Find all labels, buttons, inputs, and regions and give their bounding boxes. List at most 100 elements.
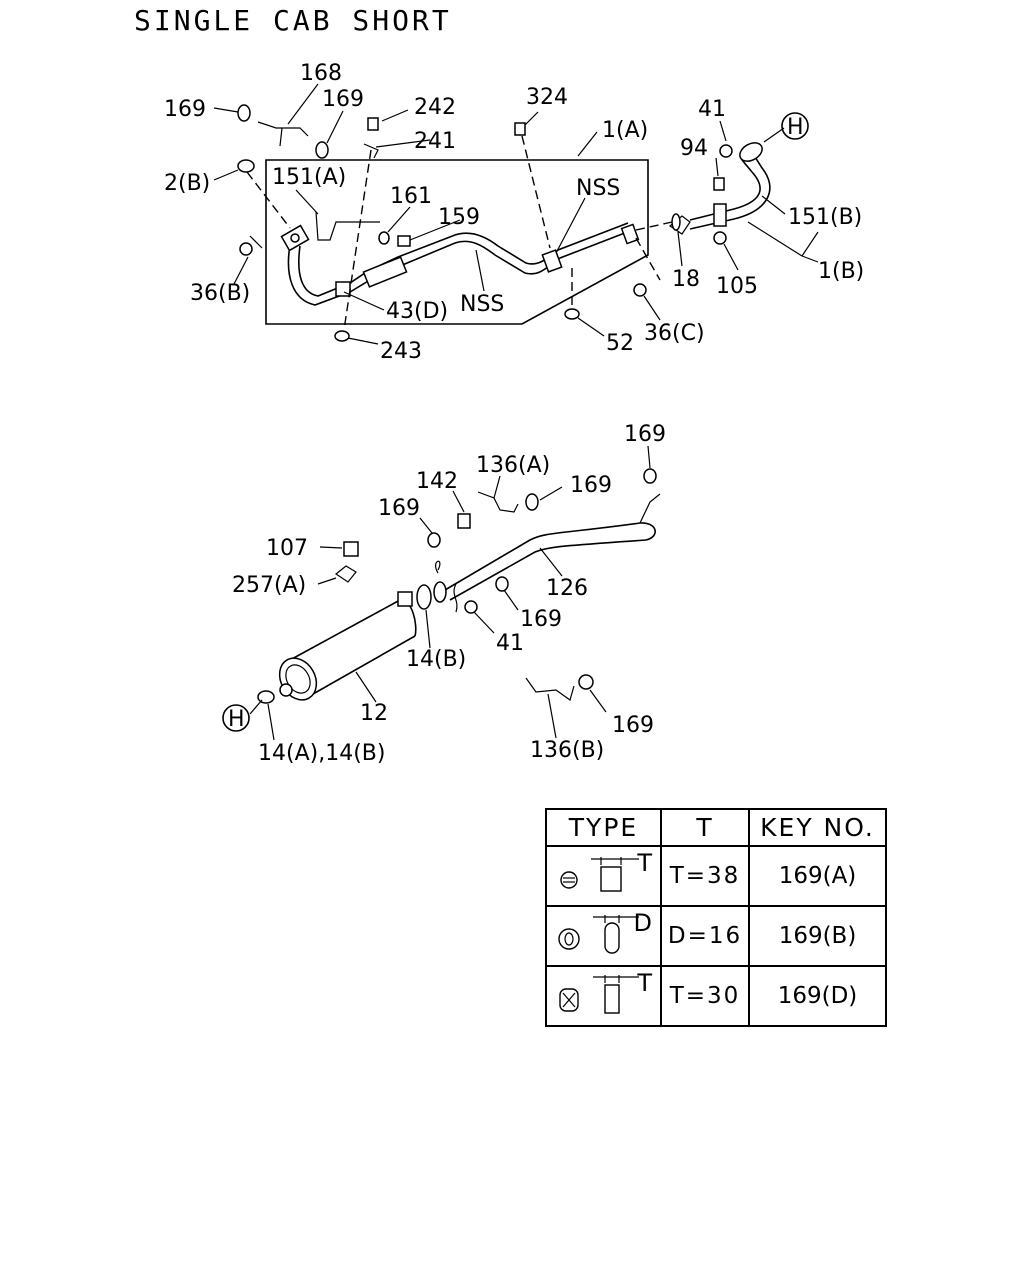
callout-242: 242 [414,95,456,120]
key-no-cell: 169(A) [748,845,887,907]
type-cell: T [545,845,662,907]
callout-243: 243 [380,339,422,364]
callout-151a: 151(A) [272,165,346,190]
gasket-2b [237,159,255,173]
callout-41: 41 [496,631,524,656]
callout-142: 142 [416,469,458,494]
callout-94: 94 [680,136,708,161]
h-marker-lower [222,704,250,732]
nut-41 [719,144,733,158]
bolt-107 [343,541,359,557]
callout-43d: 43(D) [386,299,448,324]
callout-1b: 1(B) [818,259,864,284]
cushion-type-b-icon [557,915,639,954]
header-t: T [660,808,750,847]
h-marker-upper-label: H [787,115,804,140]
key-no-cell: 169(D) [748,965,887,1027]
key-table-row: T T=30 169(D) [545,965,887,1027]
callout-169: 169 [570,473,612,498]
callout-nss: NSS [460,292,504,317]
callout-241: 241 [414,129,456,154]
callout-labels: 169 168 169 242 324 1(A) 241 41 94 2(B) … [164,61,864,766]
cushion-169b [315,141,329,159]
callout-169: 169 [378,496,420,521]
dim-letter: T [637,849,652,877]
upper-leader-lines [213,83,819,345]
bracket-168 [257,121,309,137]
bracket-241 [363,143,379,159]
callout-107: 107 [266,536,308,561]
callout-324: 324 [526,85,568,110]
key-table-row: T T=38 169(A) [545,845,887,907]
callout-161: 161 [390,184,432,209]
type-cell: T [545,965,662,1027]
washer-161 [378,231,390,245]
callout-169: 169 [612,713,654,738]
h-marker-lower-label: H [228,707,245,732]
callout-1a: 1(A) [602,118,648,143]
nut-36b [239,242,253,256]
callout-18: 18 [672,267,700,292]
bracket-136b [525,677,575,701]
callout-nss: NSS [576,176,620,201]
cushion-type-d-icon [558,975,639,1014]
callout-169: 169 [520,607,562,632]
callout-159: 159 [438,205,480,230]
nut-52 [564,308,580,320]
callout-36c: 36(C) [644,321,705,346]
front-pipe-group-outline [265,159,649,325]
header-key-no: KEY NO. [748,808,887,847]
key-table-row: D D=16 169(B) [545,905,887,967]
bracket-257a [334,565,357,583]
cushion-169 [237,104,251,122]
callout-257a: 257(A) [232,573,306,598]
diagram-title: SINGLE CAB SHORT [134,4,452,37]
tail-pipe-126 [416,493,661,613]
callout-151b: 151(B) [788,205,862,230]
bolt-159 [397,235,411,247]
gasket-18 [671,213,681,231]
callout-2b: 2(B) [164,171,210,196]
tail-hanger [639,493,661,524]
bolt-242 [367,117,379,131]
callout-169: 169 [624,422,666,447]
callout-169: 169 [322,87,364,112]
value-cell: T=38 [660,845,750,907]
cushion-key-table: TYPE T KEY NO. T T=38 169(A) [545,808,887,1027]
hanger-rod [435,560,441,574]
dim-letter: D [633,909,652,937]
type-cell: D [545,905,662,967]
lower-leader-lines [249,445,651,741]
nut-105 [713,231,727,245]
front-exhaust-pipe [280,222,640,306]
h-marker-upper [781,112,809,140]
dim-letter: T [637,969,652,997]
callout-105: 105 [716,274,758,299]
callout-14b: 14(B) [406,647,466,672]
upper-dashed-lines [246,135,673,331]
insulator-151a [315,211,380,241]
nut-36c [633,283,647,297]
callout-41: 41 [698,97,726,122]
callout-136a: 136(A) [476,453,550,478]
callout-168: 168 [300,61,342,86]
gasket-14b [416,584,432,610]
bracket-136a [477,491,519,513]
cushion-type-a-icon [559,857,639,892]
callout-136b: 136(B) [530,738,604,763]
callout-126: 126 [546,576,588,601]
rear-connecting-pipe [668,142,771,235]
upper-small-parts [237,104,733,342]
bolt-94 [713,177,725,191]
value-cell: T=30 [660,965,750,1027]
callout-14a-14b: 14(A),14(B) [258,741,385,766]
value-cell: D=16 [660,905,750,967]
nut-243 [334,330,350,342]
callout-52: 52 [606,331,634,356]
header-type: TYPE [545,808,662,847]
callout-36b: 36(B) [190,281,250,306]
bolt-324 [514,122,526,136]
callout-12: 12 [360,701,388,726]
callout-169: 169 [164,97,206,122]
